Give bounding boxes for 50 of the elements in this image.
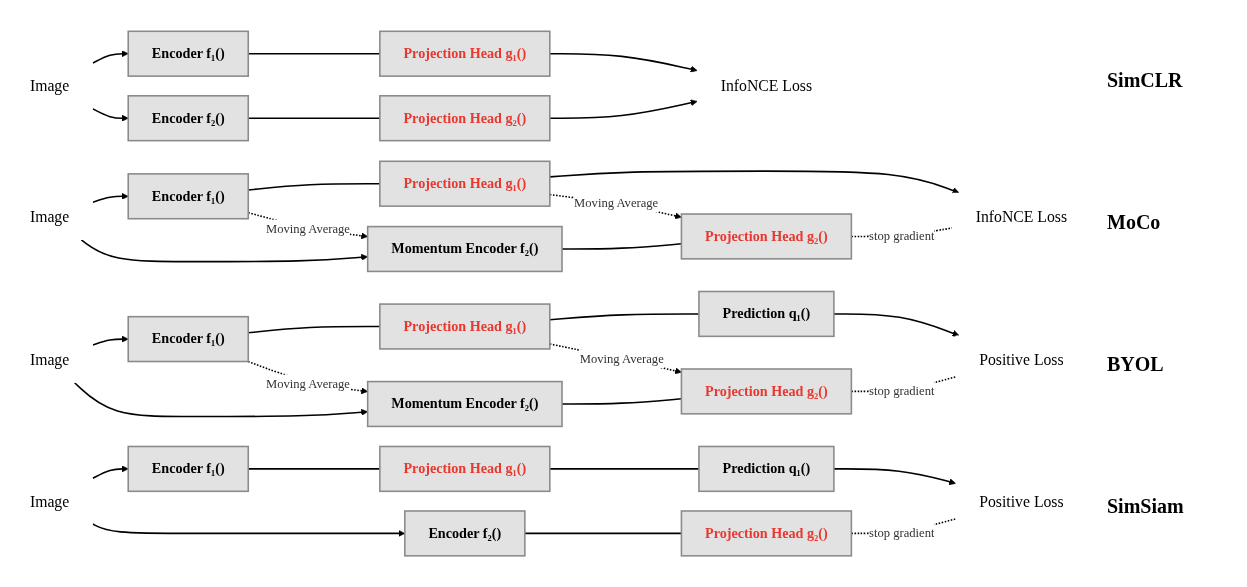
node-text: InfoNCE Loss (720, 77, 813, 95)
node-text: Image (29, 492, 70, 510)
method-name: BYOL (1107, 352, 1165, 376)
arrow (549, 52, 698, 73)
node-text: Positive Loss (979, 492, 1064, 510)
node-box: Encoder f₁() (127, 445, 250, 493)
node-text: InfoNCE Loss (975, 207, 1068, 225)
node-box: Projection Head g₂() (680, 510, 853, 557)
node-box: Projection Head g₁() (379, 303, 551, 350)
node-box: Projection Head g₂() (379, 94, 551, 142)
node-text: Image (29, 77, 70, 95)
edge-label: Moving Average (265, 221, 350, 236)
arrow (92, 50, 129, 64)
arrow (833, 313, 960, 337)
node-box: Encoder f₂() (404, 510, 526, 557)
arrow (92, 335, 129, 346)
edge-label: Moving Average (265, 376, 350, 391)
edge-label: stop gradient (869, 526, 935, 540)
arrow (92, 465, 129, 479)
method-name: SimCLR (1107, 69, 1184, 93)
node-box: Projection Head g₂() (680, 368, 853, 415)
node-box: Projection Head g₂() (680, 213, 853, 260)
edge-label: stop gradient (869, 384, 935, 398)
method-name: SimSiam (1107, 494, 1185, 518)
node-text: Image (29, 207, 70, 225)
node-box: Encoder f₂() (127, 94, 250, 142)
node-box: Projection Head g₁() (379, 160, 551, 207)
node-box: Encoder f₁() (127, 173, 250, 220)
arrow (73, 381, 368, 418)
node-text: Image (29, 350, 70, 368)
node-box: Projection Head g₁() (379, 445, 551, 493)
node-box: Projection Head g₁() (379, 30, 551, 77)
arrow (80, 239, 368, 263)
node-text: Positive Loss (979, 350, 1064, 368)
method-name: MoCo (1107, 211, 1162, 235)
edge-label: Moving Average (574, 195, 659, 210)
node-box: Prediction q₁() (698, 290, 835, 338)
arrow (833, 468, 956, 486)
arrow (549, 170, 960, 194)
node-box: Encoder f₁() (127, 315, 250, 363)
node-box: Encoder f₁() (127, 30, 250, 77)
node-box: Momentum Encoder f₂() (366, 225, 563, 273)
node-box: Prediction q₁() (698, 445, 835, 493)
arrow (549, 99, 698, 119)
arrow (247, 360, 368, 395)
arrow (92, 108, 129, 122)
edge-label: stop gradient (869, 229, 935, 243)
node-box: Momentum Encoder f₂() (366, 380, 563, 428)
edge-label: Moving Average (579, 351, 664, 365)
arrow (92, 192, 129, 203)
